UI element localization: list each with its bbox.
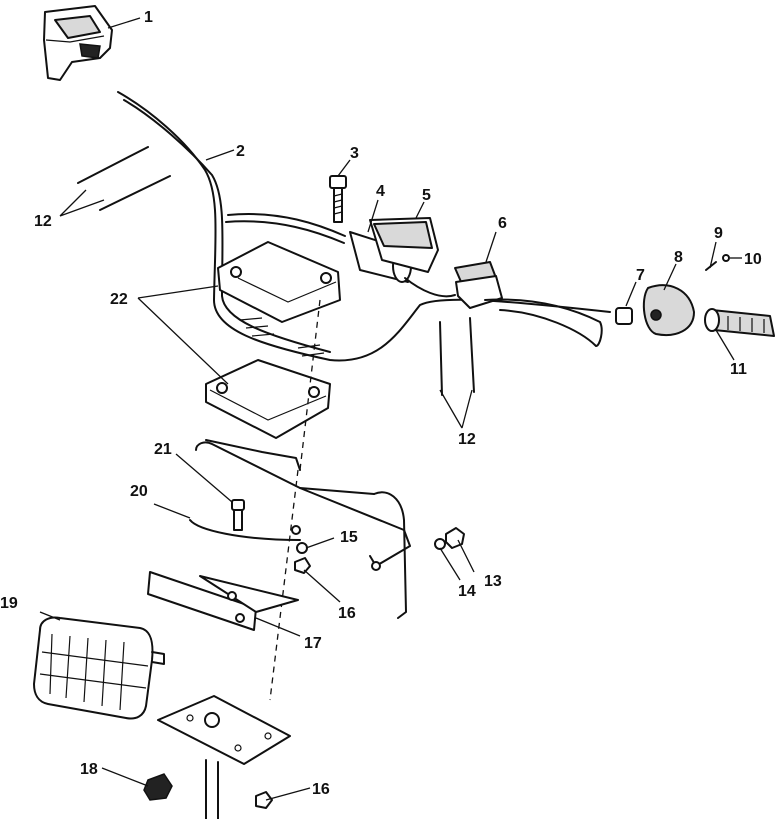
callout-labels: 1 2 3 4 5 6 7 8 9 10 11 12 12 13 14 15 1… [0,9,762,798]
callout-19: 19 [0,595,18,612]
part-14-washer [434,538,446,550]
part-6-master-cylinder [454,261,503,309]
callout-8: 8 [674,249,683,266]
part-22-lower-clamp [205,359,331,439]
callout-15: 15 [340,529,358,546]
callout-12-right: 12 [458,431,476,448]
part-15-washer [296,542,308,554]
part-4-5-switch-housing [349,217,456,298]
part-3-bolt [329,175,347,223]
callout-3: 3 [350,145,359,162]
part-22-upper-clamp [217,241,341,323]
callout-9: 9 [714,225,723,242]
part-7-ferrule [615,307,633,325]
part-16-nut-upper [294,557,311,574]
part-20-headlight-bracket [189,439,411,619]
part-17-mounting-plate [147,571,299,631]
callout-18: 18 [80,761,98,778]
part-16-nut-lower [255,791,273,809]
callout-12-left: 12 [34,213,52,230]
callout-13: 13 [484,573,502,590]
callout-16-upper: 16 [338,605,356,622]
part-8-throttle-housing [642,284,695,336]
callout-4: 4 [376,183,385,200]
callout-7: 7 [636,267,645,284]
assembly-center-line [269,299,321,701]
brake-lever [484,298,603,347]
part-18-connector [143,773,173,801]
part-11-grip [704,308,775,337]
part-2-handlebar [117,91,611,362]
callout-1: 1 [144,9,153,26]
callout-20: 20 [130,483,148,500]
callout-21: 21 [154,441,172,458]
callout-6: 6 [498,215,507,232]
part-12-cable-ties [77,146,475,396]
callout-22: 22 [110,291,128,308]
callout-17: 17 [304,635,322,652]
callout-5: 5 [422,187,431,204]
callout-10: 10 [744,251,762,268]
callout-14: 14 [458,583,476,600]
callout-2: 2 [236,143,245,160]
leader-lines [39,17,742,801]
mounting-base-plate [157,695,291,819]
part-21-bolt [231,499,245,531]
callout-11: 11 [730,361,747,378]
part-1-handlebar-cover [43,5,113,81]
part-19-headlight [33,616,165,720]
callout-16-lower: 16 [312,781,330,798]
part-13-nut [445,527,465,549]
